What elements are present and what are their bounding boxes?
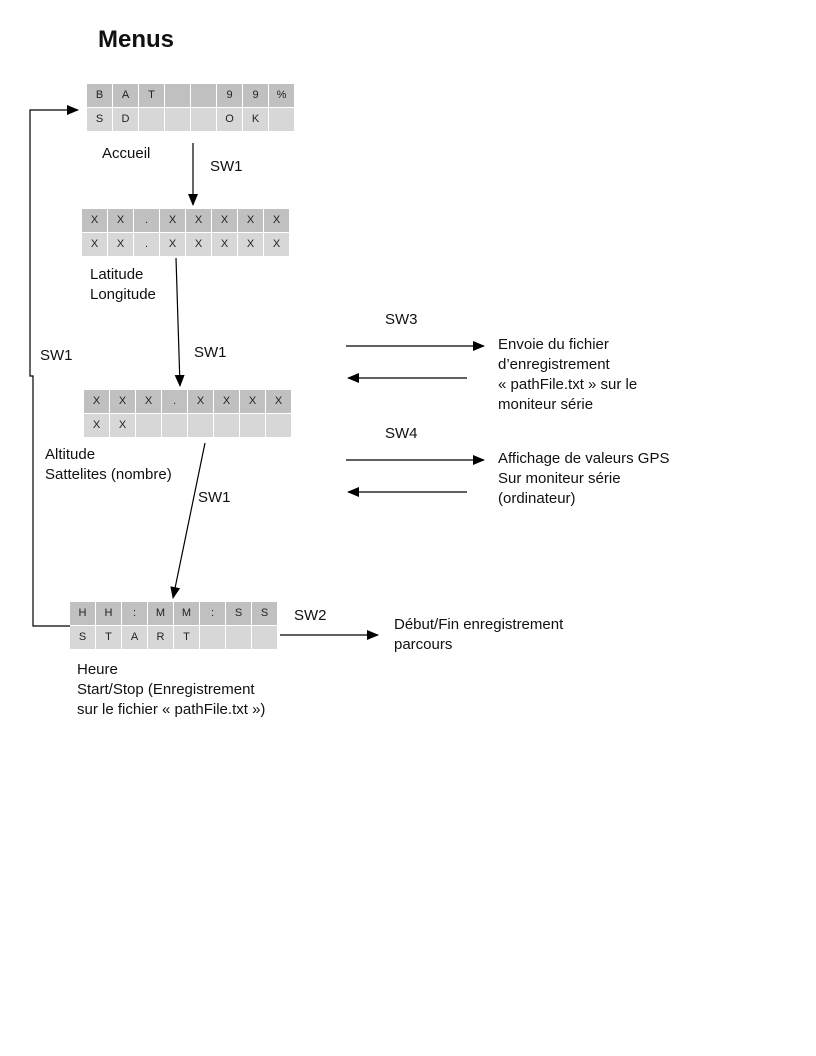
- sw1-label-accueil: SW1: [210, 158, 243, 175]
- lcd-cell: X: [110, 390, 135, 413]
- lcd-cell: %: [269, 84, 294, 107]
- arrow-altitude-to-heure: [170, 442, 206, 599]
- lcd-cell: .: [134, 209, 159, 232]
- caption-accueil: Accueil: [102, 145, 151, 162]
- caption-latitude-longitude: Latitude Longitude: [90, 266, 156, 303]
- lcd-cell: X: [238, 233, 263, 256]
- lcd-cell: S: [70, 626, 95, 649]
- lcd-cell: [191, 108, 216, 131]
- lcd-cell: [226, 626, 251, 649]
- lcd-cell: X: [264, 209, 289, 232]
- lcd-cell: X: [186, 209, 211, 232]
- lcd-cell: X: [84, 390, 109, 413]
- sw3-action-text: Envoie du fichier d’enregistrement « pat…: [498, 336, 638, 413]
- lcd-cell: S: [226, 602, 251, 625]
- lcd-cell: B: [87, 84, 112, 107]
- lcd-cell: X: [188, 390, 213, 413]
- lcd-cell: A: [113, 84, 138, 107]
- lcd-cell: [240, 414, 265, 437]
- lcd-cell: .: [162, 390, 187, 413]
- lcd-cell: [266, 414, 291, 437]
- lcd-cell: [269, 108, 294, 131]
- sw1-label-back: SW1: [40, 347, 73, 364]
- arrow-latlon-to-altitude: [174, 257, 185, 387]
- sw4-label: SW4: [385, 425, 418, 442]
- lcd-cell: [252, 626, 277, 649]
- lcd-cell: X: [82, 209, 107, 232]
- lcd-cell: [165, 108, 190, 131]
- lcd-cell: X: [84, 414, 109, 437]
- lcd-cell: X: [110, 414, 135, 437]
- lcd-cell: X: [212, 233, 237, 256]
- lcd-cell: [165, 84, 190, 107]
- lcd-cell: K: [243, 108, 268, 131]
- sw2-label: SW2: [294, 607, 327, 624]
- lcd-cell: X: [240, 390, 265, 413]
- lcd-cell: S: [252, 602, 277, 625]
- lcd-cell: T: [174, 626, 199, 649]
- sw2-action-text: Début/Fin enregistrement parcours: [394, 616, 564, 653]
- lcd-cell: T: [96, 626, 121, 649]
- sw4-action-text: Affichage de valeurs GPS Sur moniteur sé…: [498, 450, 670, 507]
- lcd-cell: M: [148, 602, 173, 625]
- page-title: Menus: [98, 26, 175, 53]
- sw3-label: SW3: [385, 311, 418, 328]
- lcd-cell: X: [238, 209, 263, 232]
- lcd-cell: 9: [243, 84, 268, 107]
- lcd-cell: :: [122, 602, 147, 625]
- lcd-cell: X: [266, 390, 291, 413]
- lcd-cell: X: [264, 233, 289, 256]
- lcd-cell: .: [134, 233, 159, 256]
- lcd-cell: X: [160, 209, 185, 232]
- lcd-cell: [139, 108, 164, 131]
- lcd-cell: A: [122, 626, 147, 649]
- lcd-cell: 9: [217, 84, 242, 107]
- lcd-cell: D: [113, 108, 138, 131]
- arrow-heure-back-to-accueil: [29, 105, 79, 627]
- lcd-cell: H: [70, 602, 95, 625]
- lcd-cell: [214, 414, 239, 437]
- lcd-cell: S: [87, 108, 112, 131]
- lcd-cell: M: [174, 602, 199, 625]
- lcd-cell: X: [160, 233, 185, 256]
- lcd-cell: O: [217, 108, 242, 131]
- lcd-cell: R: [148, 626, 173, 649]
- lcd-cell: [136, 414, 161, 437]
- caption-altitude: Altitude Sattelites (nombre): [45, 446, 172, 483]
- lcd-cell: X: [108, 209, 133, 232]
- lcd-cell: [191, 84, 216, 107]
- lcd-cell: [162, 414, 187, 437]
- lcd-cell: X: [212, 209, 237, 232]
- lcd-cell: X: [214, 390, 239, 413]
- lcd-cell: H: [96, 602, 121, 625]
- lcd-cell: X: [82, 233, 107, 256]
- lcd-cell: X: [108, 233, 133, 256]
- lcd-cell: [200, 626, 225, 649]
- sw1-label-latlon: SW1: [194, 344, 227, 361]
- caption-heure: Heure Start/Stop (Enregistrement sur le …: [77, 661, 266, 718]
- lcd-cell: [188, 414, 213, 437]
- lcd-cell: T: [139, 84, 164, 107]
- lcd-cell: X: [186, 233, 211, 256]
- lcd-cell: X: [136, 390, 161, 413]
- sw1-label-altitude: SW1: [198, 489, 231, 506]
- lcd-cell: :: [200, 602, 225, 625]
